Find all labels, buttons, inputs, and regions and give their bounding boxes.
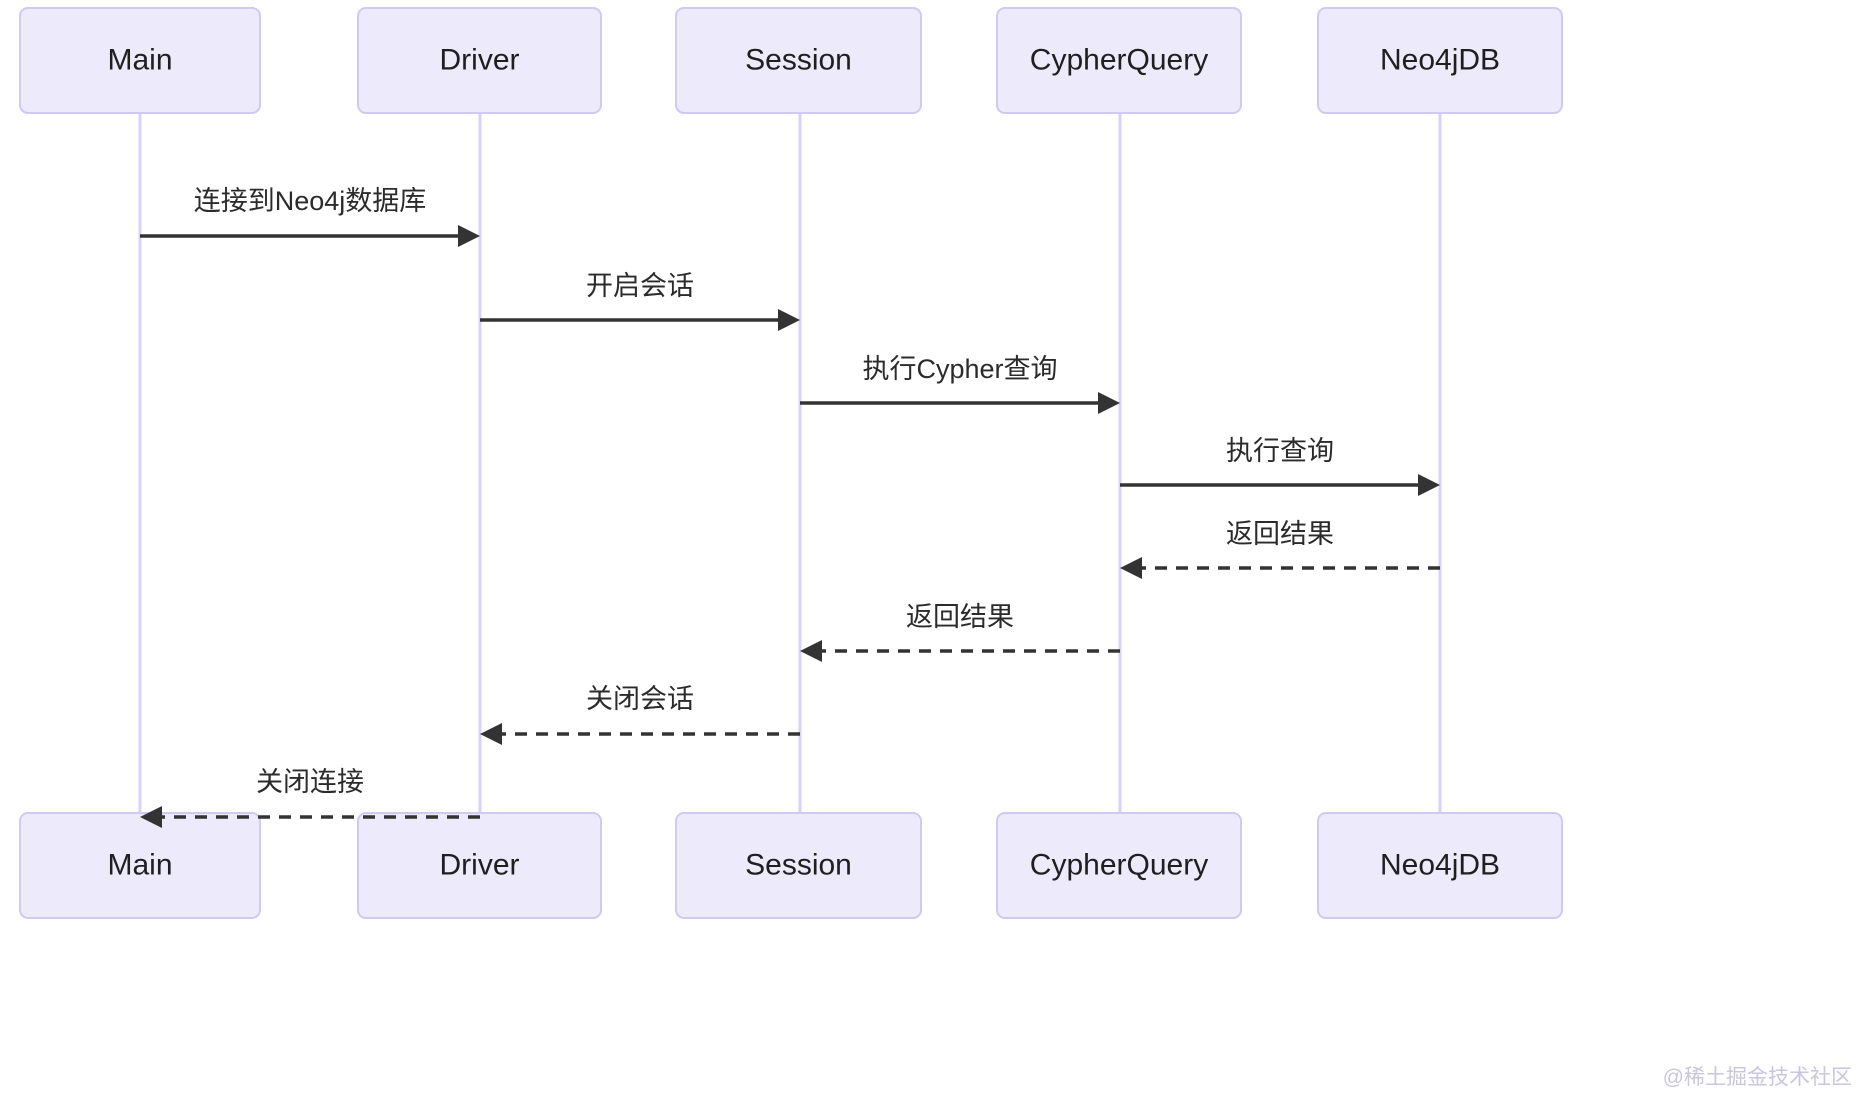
participant-box-neo4jdb-top[interactable]	[1317, 7, 1563, 114]
message-1-main-to-driver: 连接到Neo4j数据库	[140, 186, 480, 247]
message-4-cypherquery-to-neo4jdb: 执行查询	[1120, 436, 1440, 496]
message-7-session-to-driver: 关闭会话	[480, 684, 800, 745]
message-arrowhead-2	[778, 309, 800, 331]
participant-label-cypherquery-top: CypherQuery	[1030, 43, 1208, 76]
participant-label-main-bottom: Main	[107, 848, 172, 881]
participant-boxes-bottom: Main Driver Session CypherQuery Neo4jDB	[19, 812, 1563, 919]
message-2-driver-to-session: 开启会话	[480, 271, 800, 331]
participant-label-session-bottom: Session	[745, 848, 852, 881]
participant-label-neo4jdb-bottom: Neo4jDB	[1380, 848, 1500, 881]
participant-box-main-bottom[interactable]	[19, 812, 261, 919]
message-label-7: 关闭会话	[586, 684, 694, 714]
participant-box-driver-bottom[interactable]	[357, 812, 602, 919]
participant-box-neo4jdb-bottom[interactable]	[1317, 812, 1563, 919]
message-label-8: 关闭连接	[256, 767, 364, 797]
message-arrowhead-3	[1098, 392, 1120, 414]
participant-label-driver-top: Driver	[440, 43, 520, 76]
message-arrowhead-4	[1418, 474, 1440, 496]
participant-boxes-top: Main Driver Session CypherQuery Neo4jDB	[19, 7, 1563, 114]
watermark-label: @稀土掘金技术社区	[1663, 1066, 1852, 1089]
participant-box-cypherquery-bottom[interactable]	[996, 812, 1242, 919]
message-arrowhead-1	[458, 225, 480, 247]
participant-box-main-top[interactable]	[19, 7, 261, 114]
message-arrowhead-7	[480, 723, 502, 745]
participant-box-session-bottom[interactable]	[675, 812, 922, 919]
message-arrowhead-6	[800, 640, 822, 662]
message-5-neo4jdb-to-cypherquery: 返回结果	[1120, 519, 1440, 579]
message-8-driver-to-main: 关闭连接	[140, 767, 480, 828]
message-arrowhead-8	[140, 806, 162, 828]
participant-box-driver-top[interactable]	[357, 7, 602, 114]
participant-label-neo4jdb-top: Neo4jDB	[1380, 43, 1500, 76]
message-label-6: 返回结果	[906, 602, 1014, 632]
messages-group: 连接到Neo4j数据库开启会话执行Cypher查询执行查询返回结果返回结果关闭会…	[140, 186, 1440, 828]
participant-label-driver-bottom: Driver	[440, 848, 520, 881]
message-3-session-to-cypherquery: 执行Cypher查询	[800, 354, 1120, 414]
message-label-2: 开启会话	[586, 271, 694, 301]
participant-box-session-top[interactable]	[675, 7, 922, 114]
lifelines-group	[138, 113, 1442, 813]
message-label-4: 执行查询	[1226, 436, 1334, 466]
participant-label-cypherquery-bottom: CypherQuery	[1030, 848, 1208, 881]
message-arrowhead-5	[1120, 557, 1142, 579]
participant-box-cypherquery-top[interactable]	[996, 7, 1242, 114]
message-label-3: 执行Cypher查询	[862, 354, 1057, 384]
participant-label-main-top: Main	[107, 43, 172, 76]
message-label-1: 连接到Neo4j数据库	[194, 186, 427, 216]
participant-label-session-top: Session	[745, 43, 852, 76]
message-6-cypherquery-to-session: 返回结果	[800, 602, 1120, 662]
message-label-5: 返回结果	[1226, 519, 1334, 549]
